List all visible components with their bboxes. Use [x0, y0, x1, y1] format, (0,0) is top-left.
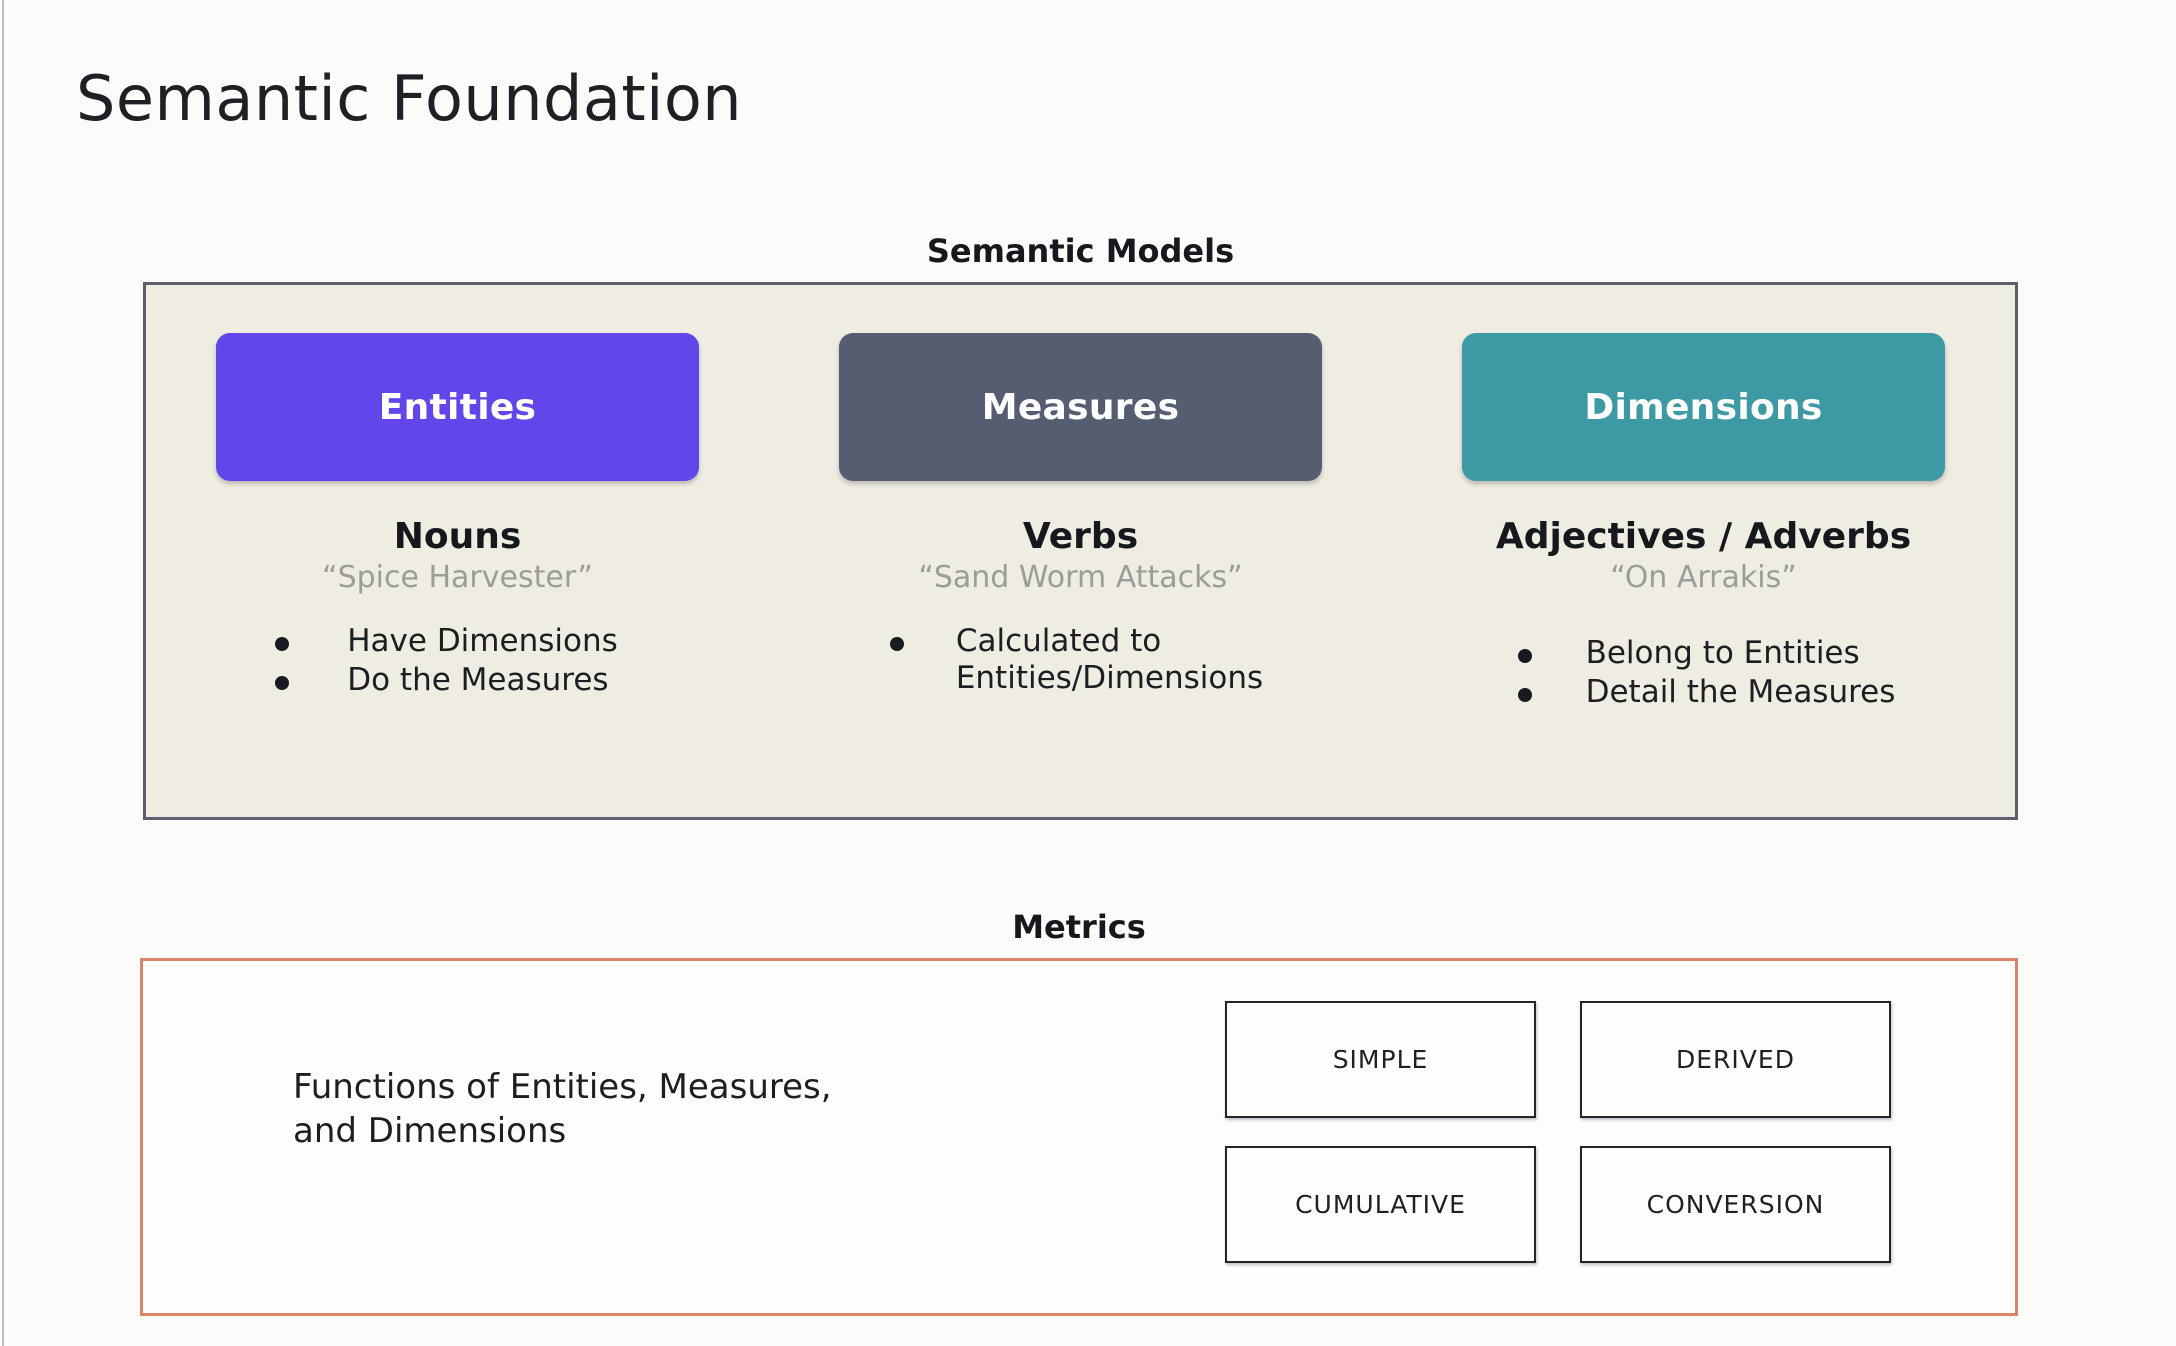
bullet-dot-icon: [1517, 687, 1532, 702]
part-of-speech-measures: Verbs: [1022, 516, 1139, 557]
bullet-dot-icon: [275, 675, 290, 690]
example-quote-entities: “Spice Harvester”: [322, 560, 593, 595]
list-item: Do the Measures: [275, 662, 618, 699]
bullet-text: Detail the Measures: [1585, 673, 1896, 710]
bullet-text: Belong to Entities: [1585, 635, 1860, 671]
bullet-text: Do the Measures: [347, 661, 609, 698]
list-item: Have Dimensions: [275, 623, 618, 660]
example-quote-measures: “Sand Worm Attacks”: [918, 560, 1243, 595]
semantic-column-dimensions: Dimensions Adjectives / Adverbs “On Arra…: [1392, 285, 2015, 817]
bullet-text: Have Dimensions: [347, 623, 618, 659]
part-of-speech-dimensions: Adjectives / Adverbs: [1495, 516, 1912, 557]
semantic-column-measures: Measures Verbs “Sand Worm Attacks” Calcu…: [769, 285, 1392, 817]
chip-entities[interactable]: Entities: [216, 333, 699, 481]
chip-measures[interactable]: Measures: [839, 333, 1322, 481]
bullet-dot-icon: [275, 637, 290, 651]
page-title: Semantic Foundation: [76, 62, 743, 135]
metrics-description-line-2: and Dimensions: [293, 1110, 567, 1151]
metric-type-derived[interactable]: DERIVED: [1580, 1001, 1891, 1118]
list-item: Belong to Entities: [1517, 635, 1896, 672]
chip-dimensions[interactable]: Dimensions: [1462, 333, 1945, 481]
bullet-dot-icon: [889, 637, 904, 651]
metrics-description: Functions of Entities, Measures, and Dim…: [293, 1066, 832, 1153]
semantic-column-entities: Entities Nouns “Spice Harvester” Have Di…: [146, 285, 769, 817]
semantic-models-heading: Semantic Models: [926, 232, 1235, 270]
bullet-dot-icon: [1517, 649, 1532, 663]
metric-type-grid: SIMPLE DERIVED CUMULATIVE CONVERSION: [1225, 1001, 1891, 1263]
metric-type-conversion[interactable]: CONVERSION: [1580, 1146, 1891, 1263]
metrics-panel: Functions of Entities, Measures, and Dim…: [140, 958, 2018, 1316]
semantic-models-columns: Entities Nouns “Spice Harvester” Have Di…: [146, 285, 2015, 817]
list-item: Detail the Measures: [1517, 673, 1896, 711]
bullet-list-measures: Calculated to Entities/Dimensions: [889, 623, 1264, 698]
metrics-description-line-1: Functions of Entities, Measures,: [293, 1067, 832, 1107]
slide-left-edge: [2, 0, 4, 1346]
example-quote-dimensions: “On Arrakis”: [1610, 560, 1797, 595]
bullet-text: Calculated to Entities/Dimensions: [955, 623, 1264, 696]
bullet-list-dimensions: Belong to Entities Detail the Measures: [1517, 635, 1896, 712]
metrics-heading: Metrics: [1012, 908, 1146, 946]
semantic-models-panel: Entities Nouns “Spice Harvester” Have Di…: [143, 282, 2018, 820]
metric-type-cumulative[interactable]: CUMULATIVE: [1225, 1146, 1536, 1263]
bullet-list-entities: Have Dimensions Do the Measures: [275, 623, 618, 700]
metric-type-simple[interactable]: SIMPLE: [1225, 1001, 1536, 1118]
part-of-speech-entities: Nouns: [393, 516, 522, 557]
list-item: Calculated to Entities/Dimensions: [889, 623, 1264, 696]
